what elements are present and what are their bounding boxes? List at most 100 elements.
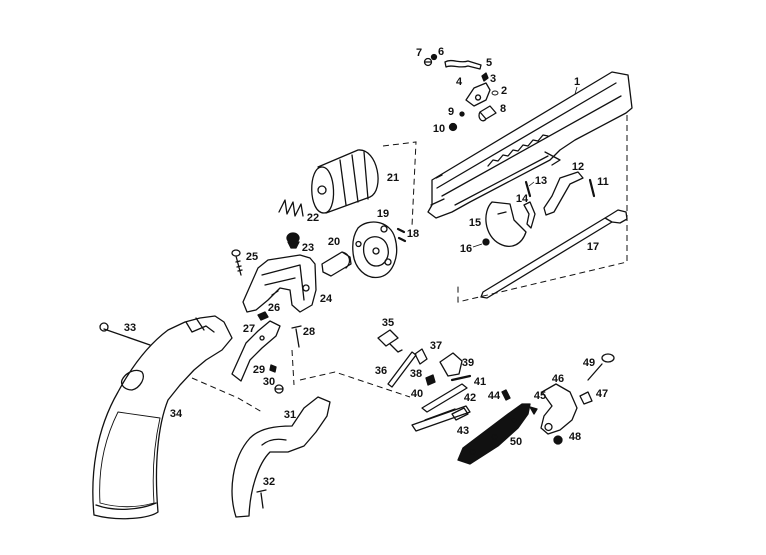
part-label-33: 33 [124, 322, 136, 334]
part-2-pin [491, 90, 499, 96]
part-1-barrel [427, 71, 633, 219]
part-label-29: 29 [253, 364, 265, 376]
part-label-23: 23 [302, 242, 314, 254]
part-label-25: 25 [246, 251, 258, 263]
grip-checkering [99, 411, 161, 508]
part-33-grip-screw [99, 322, 151, 346]
part-45-piece [529, 406, 538, 415]
part-label-22: 22 [307, 212, 319, 224]
part-label-26: 26 [268, 302, 280, 314]
part-14-spring [523, 201, 536, 229]
part-34-grip [92, 315, 233, 520]
part-label-3: 3 [490, 73, 496, 85]
assembly-dashed-lines [191, 115, 628, 413]
part-label-32: 32 [263, 476, 275, 488]
part-label-31: 31 [284, 409, 296, 421]
part-29-pin [269, 364, 277, 373]
part-label-37: 37 [430, 340, 442, 352]
part-label-7: 7 [416, 47, 422, 59]
part-28-bolt [291, 325, 302, 348]
part-label-6: 6 [438, 46, 444, 58]
part-46-hammer [540, 383, 578, 435]
part-35-plunger [377, 329, 403, 353]
part-4-lever [465, 82, 491, 107]
part-40-bar [421, 383, 468, 413]
part-25-screw [231, 249, 243, 276]
part-31-trigger-guard [231, 396, 331, 518]
part-label-40: 40 [411, 388, 423, 400]
part-label-10: 10 [433, 123, 445, 135]
part-44-pin [501, 389, 511, 401]
part-10-screw [448, 122, 458, 132]
part-9-pin [459, 111, 465, 117]
part-32-screw [256, 489, 267, 509]
part-label-41: 41 [474, 376, 486, 388]
part-label-16: 16 [460, 243, 472, 255]
part-label-49: 49 [583, 357, 595, 369]
part-18-pins [396, 227, 407, 243]
part-label-12: 12 [572, 161, 584, 173]
part-20-cylinder-pin [321, 251, 352, 277]
part-label-4: 4 [456, 76, 463, 88]
part-17-rod [480, 209, 628, 299]
part-49-screw [587, 353, 615, 381]
part-label-1: 1 [574, 76, 580, 88]
part-label-20: 20 [328, 236, 340, 248]
part-16-screw [482, 238, 490, 246]
part-label-39: 39 [462, 357, 474, 369]
part-label-24: 24 [320, 293, 333, 305]
part-label-35: 35 [382, 317, 394, 329]
part-24-frame [242, 254, 317, 313]
part-label-18: 18 [407, 228, 419, 240]
part-labels: 1 2 3 4 5 6 7 8 9 10 11 12 13 14 15 16 1… [124, 46, 609, 488]
part-5-spring [444, 59, 482, 70]
part-37-spring-clip [414, 348, 428, 365]
part-41-rod [450, 374, 472, 382]
part-7-screw [423, 57, 433, 67]
part-label-5: 5 [486, 57, 492, 69]
part-label-34: 34 [170, 408, 183, 420]
part-label-46: 46 [552, 373, 564, 385]
part-21-cylinder [311, 149, 379, 214]
part-label-9: 9 [448, 106, 454, 118]
part-label-19: 19 [377, 208, 389, 220]
part-label-47: 47 [596, 388, 608, 400]
part-label-17: 17 [587, 241, 599, 253]
part-39-hammer-nose [439, 352, 463, 377]
part-label-36: 36 [375, 365, 387, 377]
part-48-washer [553, 435, 563, 445]
part-26-spring-piece [257, 311, 269, 321]
part-label-15: 15 [469, 217, 481, 229]
part-label-44: 44 [488, 390, 501, 402]
part-label-27: 27 [243, 323, 255, 335]
part-label-13: 13 [535, 175, 547, 187]
part-47-piece [579, 391, 593, 405]
part-label-28: 28 [303, 326, 315, 338]
part-label-50: 50 [510, 436, 522, 448]
part-label-38: 38 [410, 368, 422, 380]
part-30-screw [274, 384, 284, 394]
part-3-wedge [481, 72, 489, 82]
part-label-14: 14 [516, 193, 529, 205]
part-label-8: 8 [500, 103, 506, 115]
part-label-21: 21 [387, 172, 399, 184]
part-label-11: 11 [597, 176, 609, 188]
part-8-bushing [478, 105, 497, 122]
part-label-43: 43 [457, 425, 469, 437]
part-23-screw [286, 232, 300, 249]
part-label-45: 45 [534, 390, 546, 402]
part-38-block [425, 374, 436, 386]
part-label-30: 30 [263, 376, 275, 388]
part-label-42: 42 [464, 392, 476, 404]
part-50-holes [469, 417, 517, 455]
part-22-coil-spring [278, 199, 304, 217]
part-15-plate [485, 201, 527, 247]
part-label-2: 2 [501, 85, 507, 97]
part-19-recoil-plate [352, 221, 398, 279]
leader-lines [472, 86, 578, 248]
part-11-pin [588, 178, 596, 198]
part-6-pin [430, 53, 438, 61]
part-43-bar [411, 405, 471, 432]
part-label-48: 48 [569, 431, 581, 443]
